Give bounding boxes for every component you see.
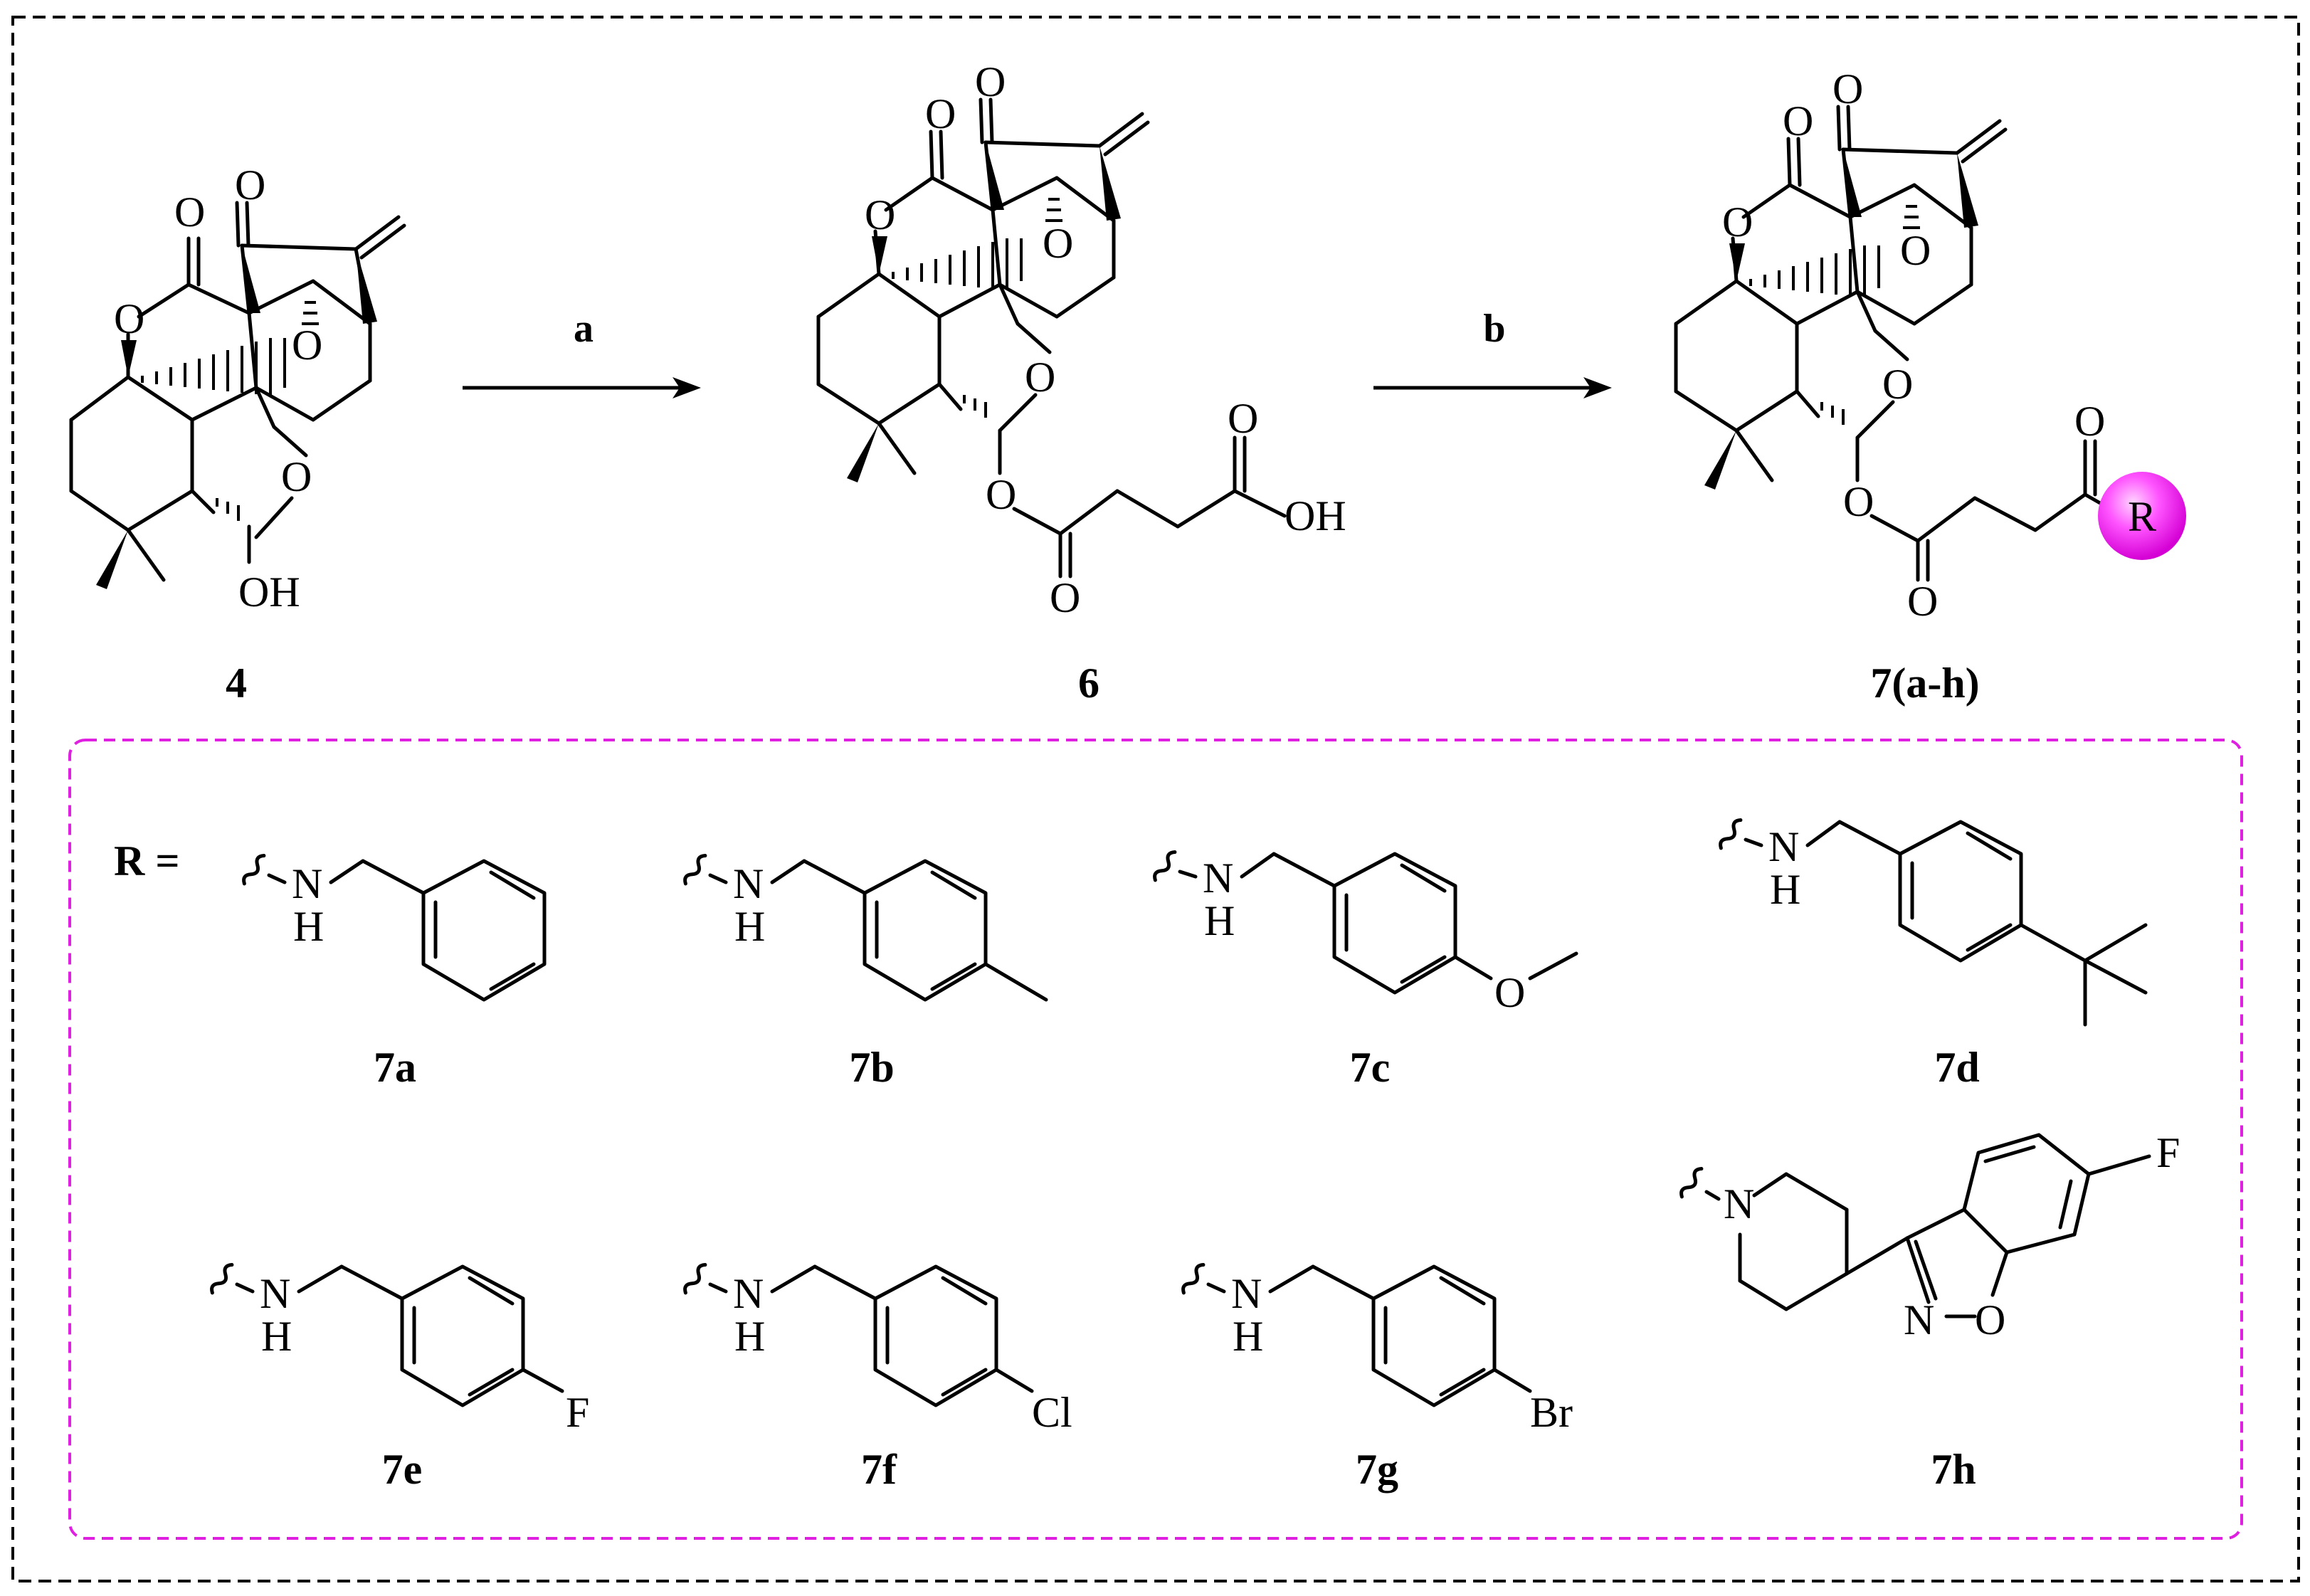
atom-O: O bbox=[1494, 969, 1525, 1016]
atom-H: H bbox=[734, 903, 765, 950]
atom-N: N bbox=[1724, 1180, 1754, 1227]
arrow-b bbox=[1373, 377, 1612, 398]
substituent-7h bbox=[1679, 1133, 2151, 1318]
substituent-label-7d: 7d bbox=[1934, 1044, 1979, 1091]
compound-7-structure bbox=[1674, 105, 2112, 582]
atom-O: O bbox=[1228, 395, 1258, 442]
atom-O: O bbox=[986, 471, 1016, 518]
atom-N: N bbox=[1768, 823, 1799, 870]
reagent-b: b bbox=[1483, 307, 1505, 351]
substituent-label-7h: 7h bbox=[1931, 1446, 1976, 1493]
substituent-7e bbox=[210, 1263, 564, 1407]
atom-H: H bbox=[1233, 1313, 1263, 1360]
substituent-7g bbox=[1181, 1263, 1532, 1407]
atom-N: N bbox=[292, 860, 322, 907]
atom-O: O bbox=[174, 189, 205, 236]
atom-Br: Br bbox=[1530, 1389, 1573, 1436]
atom-O: O bbox=[235, 162, 265, 208]
substituent-7d bbox=[1719, 818, 2148, 1027]
substituent-7b bbox=[683, 854, 1048, 1002]
atom-O: O bbox=[1907, 578, 1938, 625]
substituent-7f bbox=[683, 1263, 1034, 1407]
atom-N: N bbox=[733, 1270, 764, 1317]
atom-O: O bbox=[1722, 199, 1753, 245]
compound-label-6: 6 bbox=[1078, 660, 1099, 707]
compound-label-4: 4 bbox=[226, 660, 247, 707]
atom-O: O bbox=[1832, 65, 1863, 112]
hash-bridge-4 bbox=[141, 338, 286, 395]
r-group-circle bbox=[2098, 472, 2186, 560]
atom-H: H bbox=[293, 903, 324, 950]
atom-O: O bbox=[292, 322, 322, 369]
atom-O: O bbox=[1882, 361, 1913, 408]
substituent-label-7b: 7b bbox=[849, 1044, 894, 1091]
substituent-label-7e: 7e bbox=[382, 1446, 423, 1493]
atom-OH: OH bbox=[238, 569, 300, 615]
outer-border bbox=[11, 16, 2300, 1582]
atom-N: N bbox=[1904, 1296, 1934, 1343]
atom-O: O bbox=[1043, 220, 1073, 267]
compound-6-structure bbox=[816, 97, 1287, 578]
atom-O: O bbox=[865, 191, 895, 238]
atom-N: N bbox=[260, 1270, 290, 1317]
atom-O: O bbox=[2074, 398, 2105, 445]
atom-F: F bbox=[2156, 1129, 2180, 1176]
atom-H: H bbox=[1770, 866, 1800, 913]
atom-O: O bbox=[114, 295, 144, 342]
atom-H: H bbox=[734, 1313, 765, 1360]
substituent-7a bbox=[242, 854, 547, 1002]
r-group-header: R = bbox=[114, 837, 180, 884]
atom-O: O bbox=[1050, 574, 1080, 621]
atom-O: O bbox=[1025, 354, 1055, 401]
atom-H: H bbox=[1204, 897, 1235, 944]
hash-bridge-7 bbox=[1749, 245, 1880, 296]
atom-OH: OH bbox=[1285, 492, 1346, 539]
compound-label-7: 7(a-h) bbox=[1870, 660, 1979, 707]
atom-F: F bbox=[566, 1389, 589, 1436]
atom-N: N bbox=[1231, 1270, 1262, 1317]
atom-N: N bbox=[1203, 855, 1233, 902]
inner-border bbox=[68, 739, 2243, 1540]
substituent-label-7a: 7a bbox=[374, 1044, 416, 1091]
atom-O: O bbox=[1900, 227, 1931, 274]
arrow-a bbox=[463, 377, 701, 398]
reagent-a: a bbox=[574, 307, 594, 351]
atom-O: O bbox=[925, 90, 956, 137]
atom-O: O bbox=[1975, 1296, 2005, 1343]
hash-bridge-6 bbox=[892, 238, 1023, 289]
atom-O: O bbox=[1783, 97, 1813, 144]
atom-R: R bbox=[2128, 493, 2156, 540]
substituent-label-7c: 7c bbox=[1350, 1044, 1391, 1091]
atom-Cl: Cl bbox=[1032, 1389, 1072, 1436]
atom-O: O bbox=[281, 453, 312, 500]
atom-N: N bbox=[733, 860, 764, 907]
substituent-label-7g: 7g bbox=[1356, 1446, 1398, 1493]
compound-4-structure bbox=[69, 201, 406, 589]
atom-H: H bbox=[261, 1313, 292, 1360]
atom-O: O bbox=[1843, 478, 1874, 525]
substituent-7c bbox=[1153, 850, 1578, 995]
atom-O: O bbox=[975, 58, 1006, 105]
substituent-label-7f: 7f bbox=[861, 1446, 897, 1493]
